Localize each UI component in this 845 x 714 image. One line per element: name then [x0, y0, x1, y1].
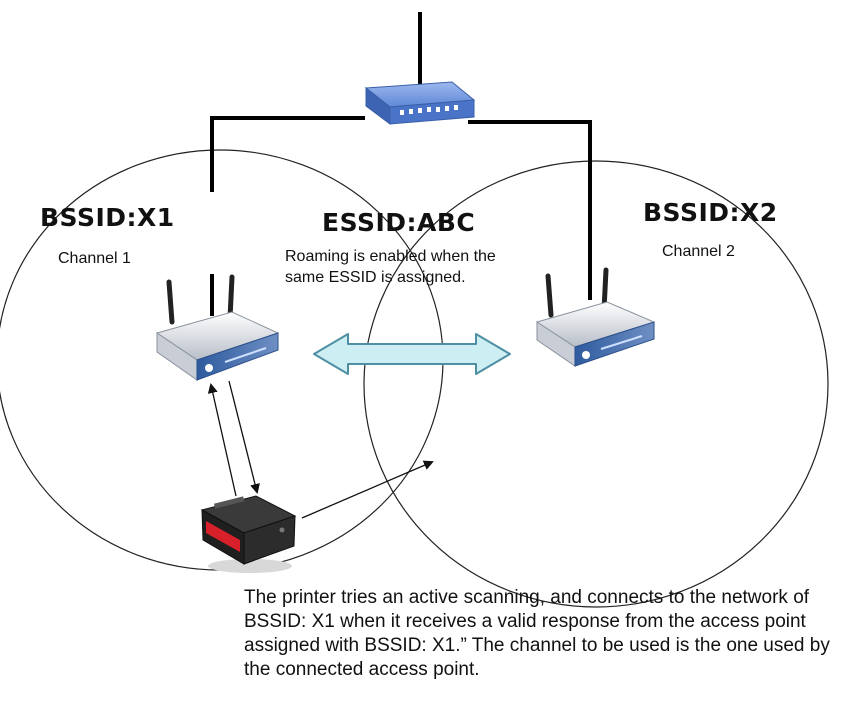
- access-point-1-icon: [155, 274, 280, 381]
- network-hub-icon: [364, 81, 476, 125]
- channel-1-label: Channel 1: [58, 250, 131, 267]
- access-point-2-icon: [535, 267, 656, 367]
- bssid-x2-label: BSSID:X2: [643, 198, 778, 227]
- coverage-area-x2: [363, 160, 829, 608]
- essid-label: ESSID:ABC: [322, 208, 476, 237]
- ap1-to-printer-arrow: [228, 380, 260, 494]
- diagram-caption: The printer tries an active scanning, an…: [244, 587, 830, 680]
- bssid-x1-label: BSSID:X1: [40, 203, 175, 232]
- printer-to-ap1-arrow: [207, 383, 237, 497]
- wired-connections: [210, 12, 592, 316]
- mobile-printer-icon: [200, 495, 297, 573]
- roaming-double-arrow: [313, 333, 511, 375]
- roaming-note: Roaming is enabled when the same ESSID i…: [285, 248, 496, 286]
- channel-2-label: Channel 2: [662, 243, 735, 260]
- printer-scan-arrow: [301, 460, 434, 519]
